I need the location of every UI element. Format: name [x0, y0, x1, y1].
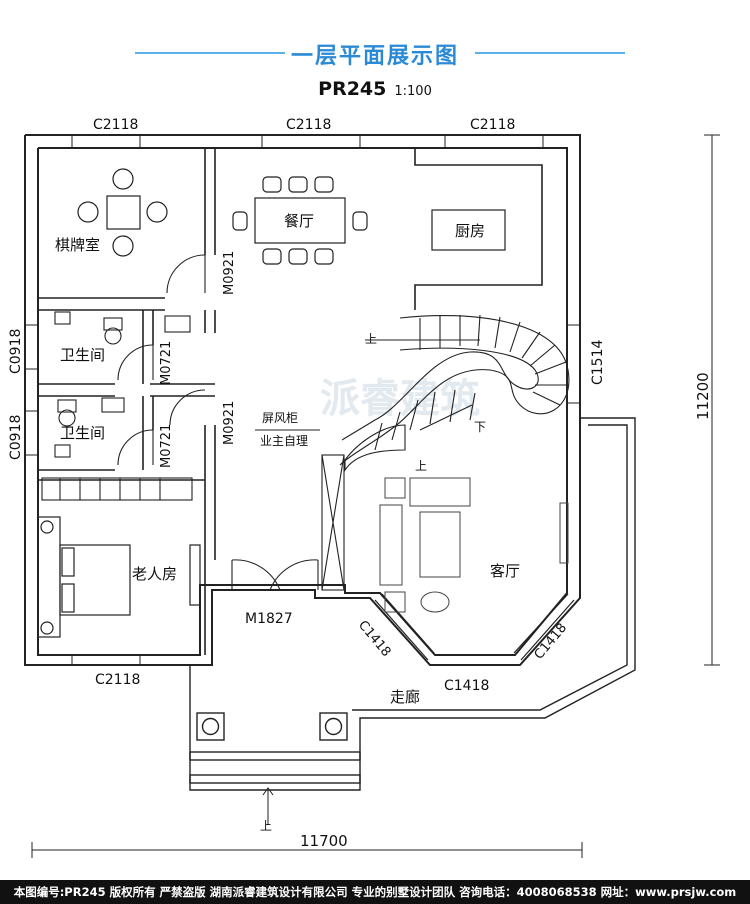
door-chess: M0921 [222, 251, 237, 295]
plan-code: PR245 [318, 78, 387, 100]
footer-bar: 本图编号:PR245 版权所有 严禁盗版 湖南派睿建筑设计有限公司 专业的别墅设… [0, 880, 750, 904]
title-line-left [135, 52, 285, 54]
watermark: 派睿建筑 [320, 376, 480, 422]
room-corridor: 走廊 [390, 688, 420, 706]
stair-up-2: 上 [415, 459, 427, 473]
door-main: M1827 [245, 611, 293, 627]
window-bay-bottom: C1418 [444, 678, 489, 694]
wardrobe [41, 477, 193, 501]
window-right-stair: C1514 [590, 340, 606, 385]
room-bath-2: 卫生间 [60, 424, 105, 442]
room-elder: 老人房 [132, 565, 177, 583]
outer-walls [24, 134, 581, 666]
room-living: 客厅 [490, 562, 520, 580]
plan-scale: 1:100 [394, 84, 432, 99]
door-bath-2: M0721 [159, 424, 174, 468]
window-bottom-left: C2118 [95, 672, 140, 688]
door-hall: M0921 [222, 401, 237, 445]
spiral-stair [339, 314, 570, 472]
owner-note: 业主自理 [260, 434, 308, 448]
stair-up-1: 上 [365, 332, 377, 346]
stair-down: 下 [474, 420, 486, 434]
title-block: 一层平面展示图 [0, 30, 750, 70]
dimension-lines [31, 134, 720, 858]
page-title: 一层平面展示图 [290, 44, 459, 69]
entry-columns [196, 712, 348, 741]
interior-walls [38, 148, 543, 655]
bath-fixtures [54, 311, 191, 458]
window-bay-left: C1418 [355, 618, 394, 660]
plan-subtitle: PR245 1:100 [0, 78, 750, 100]
room-kitchen: 厨房 [455, 222, 485, 240]
doors [117, 254, 319, 591]
window-left-1: C0918 [8, 329, 24, 374]
chess-table [77, 168, 168, 257]
stair-entry-up: 上 [260, 819, 272, 833]
screen-cabinet [321, 454, 345, 591]
dim-depth: 11200 [694, 372, 712, 420]
window-top-mid: C2118 [286, 117, 331, 133]
window-top-left: C2118 [93, 117, 138, 133]
window-top-right: C2118 [470, 117, 515, 133]
dining-table [232, 176, 368, 265]
room-chess: 棋牌室 [55, 236, 100, 254]
door-bath-1: M0721 [159, 341, 174, 385]
window-left-2: C0918 [8, 415, 24, 460]
bay-window [374, 593, 575, 661]
corridor-outline [189, 417, 636, 791]
elder-bed [37, 516, 201, 638]
room-dining: 餐厅 [284, 212, 314, 230]
window-marks [24, 134, 581, 666]
title-line-right [475, 52, 625, 54]
screen-cabinet-label: 屏风柜 [262, 411, 298, 425]
kitchen-counter [431, 209, 506, 251]
room-bath-1: 卫生间 [60, 346, 105, 364]
living-furniture [379, 477, 569, 613]
dim-width: 11700 [300, 832, 348, 850]
